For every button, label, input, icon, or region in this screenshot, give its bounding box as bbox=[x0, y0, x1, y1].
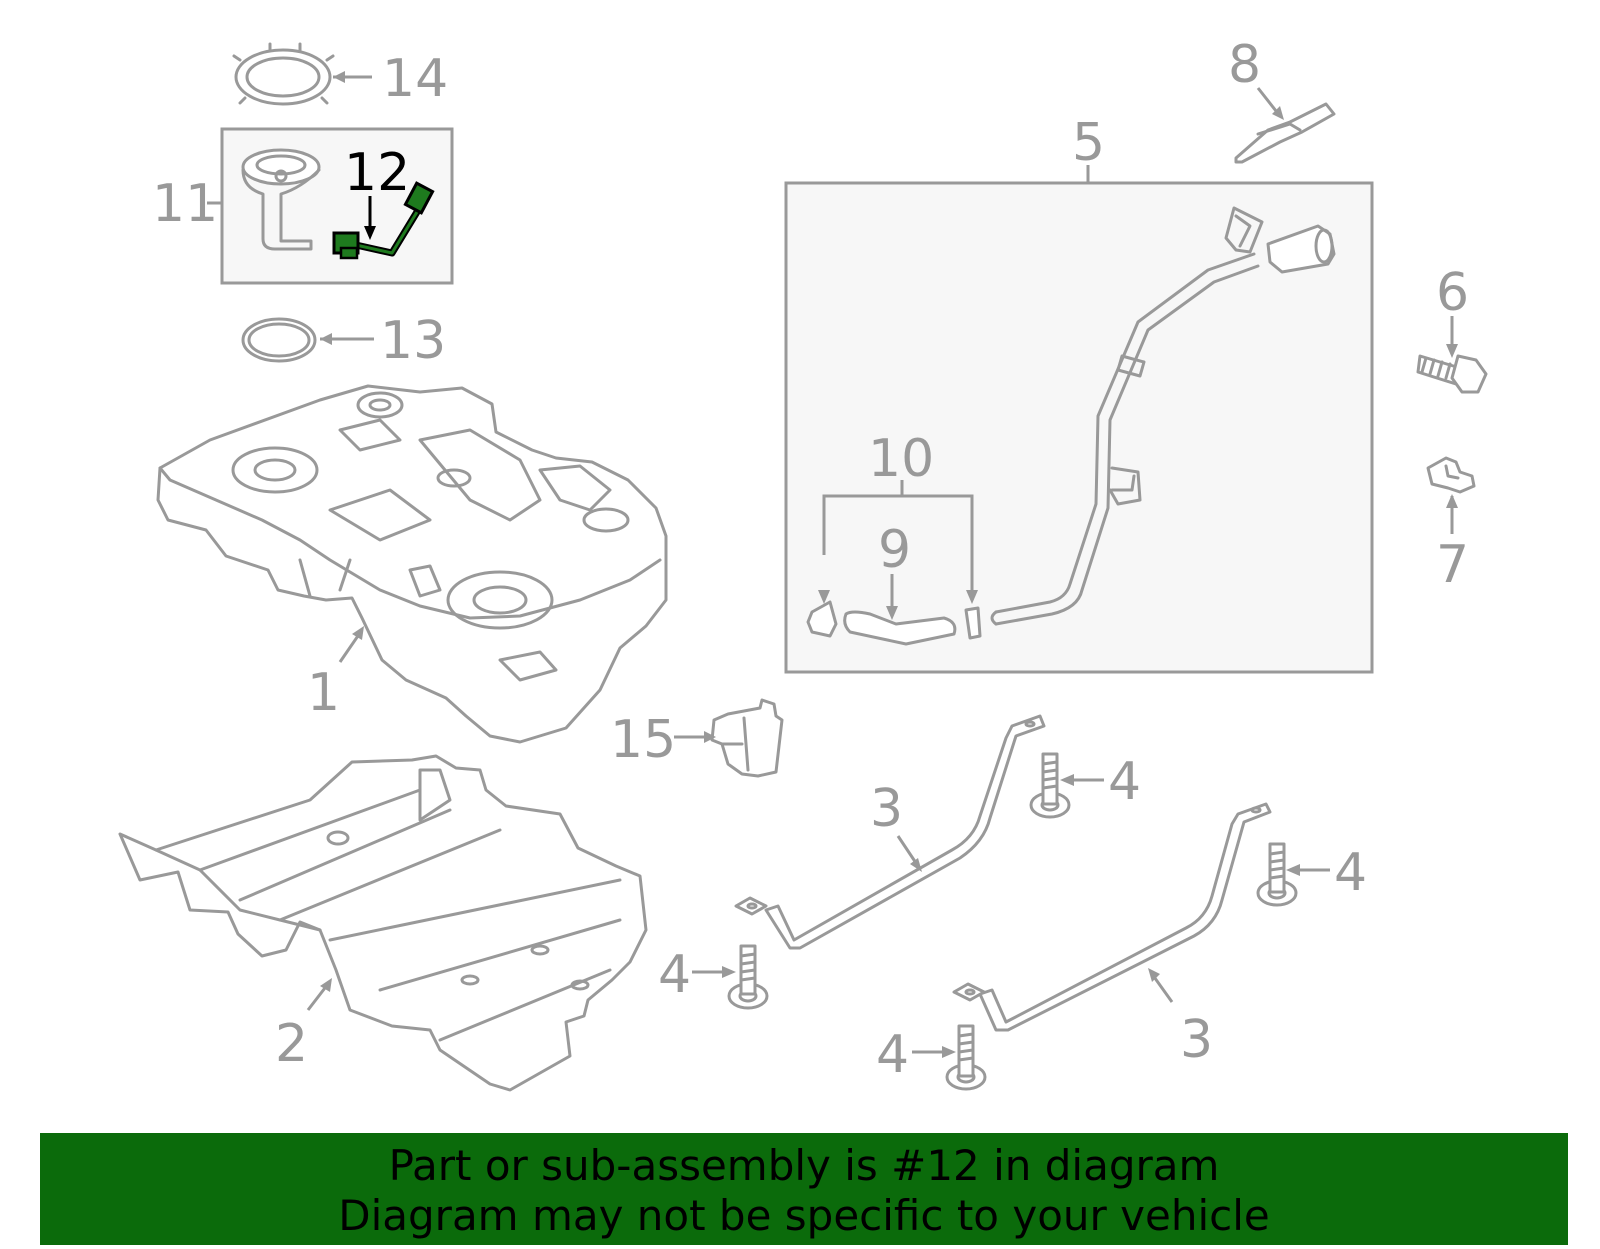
callout-8: 8 bbox=[1228, 35, 1261, 95]
callout-1: 1 bbox=[307, 663, 340, 723]
callout-15: 15 bbox=[610, 710, 676, 770]
part-4-bolt-b[interactable] bbox=[1256, 842, 1330, 907]
callout-4-c: 4 bbox=[658, 945, 691, 1005]
part-12-wiring-harness[interactable] bbox=[332, 181, 435, 260]
part-4-bolt-a[interactable] bbox=[1029, 752, 1104, 819]
part-14-lock-ring[interactable] bbox=[232, 42, 372, 106]
part-6-bolt[interactable] bbox=[1416, 316, 1488, 394]
callout-11: 11 bbox=[152, 174, 218, 234]
part-13-seal[interactable] bbox=[241, 317, 374, 363]
callout-4-b: 4 bbox=[1334, 843, 1367, 903]
part-11-fuel-pump[interactable] bbox=[241, 148, 321, 251]
callout-2: 2 bbox=[275, 1014, 308, 1074]
callout-14: 14 bbox=[382, 49, 448, 109]
part-3-strap-lower[interactable] bbox=[952, 802, 1272, 1032]
part-7-clip[interactable] bbox=[1426, 456, 1476, 534]
lead-3-lower bbox=[1150, 973, 1174, 1003]
part-4-bolt-c[interactable] bbox=[692, 944, 769, 1010]
info-banner: Part or sub-assembly is #12 in diagram D… bbox=[40, 1133, 1568, 1245]
callout-10: 10 bbox=[868, 429, 934, 489]
callout-13: 13 bbox=[380, 311, 446, 371]
part-3-strap-upper[interactable] bbox=[734, 714, 1046, 950]
callout-4-a: 4 bbox=[1108, 752, 1141, 812]
part-9-hose[interactable] bbox=[843, 574, 957, 646]
callout-9: 9 bbox=[878, 520, 911, 580]
part-2-heat-shield[interactable] bbox=[118, 754, 648, 1092]
callout-5: 5 bbox=[1072, 113, 1105, 173]
part-10-clamp-right[interactable] bbox=[964, 606, 982, 640]
banner-line-1: Part or sub-assembly is #12 in diagram bbox=[388, 1141, 1220, 1190]
part-1-fuel-tank[interactable] bbox=[156, 384, 668, 744]
callout-6: 6 bbox=[1436, 263, 1469, 323]
part-10-clamp-left[interactable] bbox=[806, 600, 838, 638]
bracket-10 bbox=[822, 494, 974, 599]
callout-12: 12 bbox=[344, 143, 410, 203]
callout-4-d: 4 bbox=[876, 1025, 909, 1085]
callout-3-lower: 3 bbox=[1180, 1010, 1213, 1070]
callout-3-upper: 3 bbox=[870, 779, 903, 839]
part-4-bolt-d[interactable] bbox=[912, 1024, 987, 1091]
part-5-filler-pipe[interactable] bbox=[990, 206, 1336, 626]
part-8-bracket[interactable] bbox=[1234, 87, 1336, 164]
part-15-sensor[interactable] bbox=[674, 698, 784, 778]
callout-7: 7 bbox=[1436, 535, 1469, 595]
banner-line-2: Diagram may not be specific to your vehi… bbox=[338, 1191, 1270, 1240]
